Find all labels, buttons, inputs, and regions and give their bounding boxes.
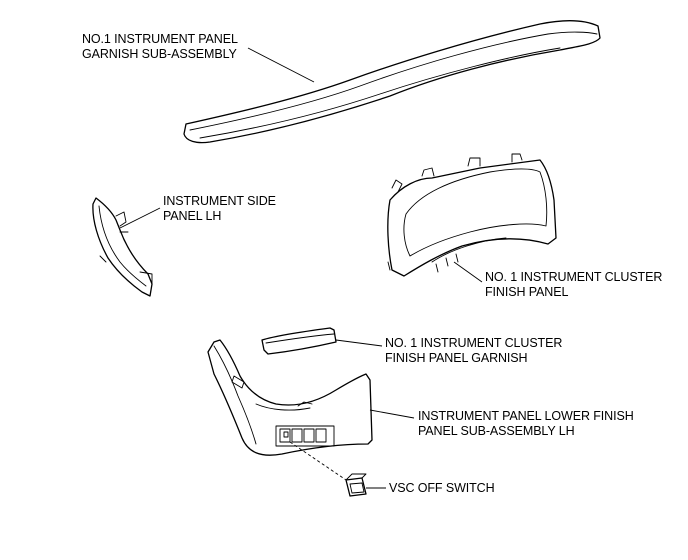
callout-side-panel-line2: PANEL LH xyxy=(163,209,222,223)
side-panel-leader-line xyxy=(119,207,161,229)
lower-finish-panel-part xyxy=(207,339,373,456)
callout-cluster-garnish: NO. 1 INSTRUMENT CLUSTER FINISH PANEL GA… xyxy=(385,336,562,366)
callout-cluster-garnish-line2: FINISH PANEL GARNISH xyxy=(385,351,528,365)
callout-side-panel-line1: INSTRUMENT SIDE xyxy=(163,194,276,208)
callout-vsc-off-switch: VSC OFF SWITCH xyxy=(389,481,495,496)
side-panel-part xyxy=(92,197,153,297)
callout-vsc-off-switch-line1: VSC OFF SWITCH xyxy=(389,481,495,495)
vsc-off-switch-part xyxy=(345,473,367,497)
callout-cluster-finish-panel-line1: NO. 1 INSTRUMENT CLUSTER xyxy=(485,270,663,284)
callout-lower-finish-panel-line2: PANEL SUB-ASSEMBLY LH xyxy=(418,424,575,438)
cluster-garnish-part xyxy=(261,327,337,355)
cluster-finish-panel-leader-line xyxy=(453,261,483,283)
callout-panel-garnish: NO.1 INSTRUMENT PANEL GARNISH SUB-ASSEMB… xyxy=(82,32,238,62)
lower-finish-panel-leader-line xyxy=(369,409,415,419)
garnish-leader-line xyxy=(247,47,315,83)
callout-lower-finish-panel-line1: INSTRUMENT PANEL LOWER FINISH xyxy=(418,409,634,423)
callout-cluster-finish-panel-line2: FINISH PANEL xyxy=(485,285,569,299)
callout-side-panel: INSTRUMENT SIDE PANEL LH xyxy=(163,194,276,224)
callout-cluster-finish-panel: NO. 1 INSTRUMENT CLUSTER FINISH PANEL xyxy=(485,270,662,300)
cluster-garnish-leader-line xyxy=(335,339,383,347)
callout-cluster-garnish-line1: NO. 1 INSTRUMENT CLUSTER xyxy=(385,336,563,350)
cluster-finish-panel-part xyxy=(387,153,557,277)
callout-panel-garnish-line1: NO.1 INSTRUMENT PANEL xyxy=(82,32,238,46)
callout-panel-garnish-line2: GARNISH SUB-ASSEMBLY xyxy=(82,47,237,61)
callout-lower-finish-panel: INSTRUMENT PANEL LOWER FINISH PANEL SUB-… xyxy=(418,409,634,439)
switch-installation-path xyxy=(289,441,353,485)
panel-garnish-part xyxy=(183,20,601,144)
